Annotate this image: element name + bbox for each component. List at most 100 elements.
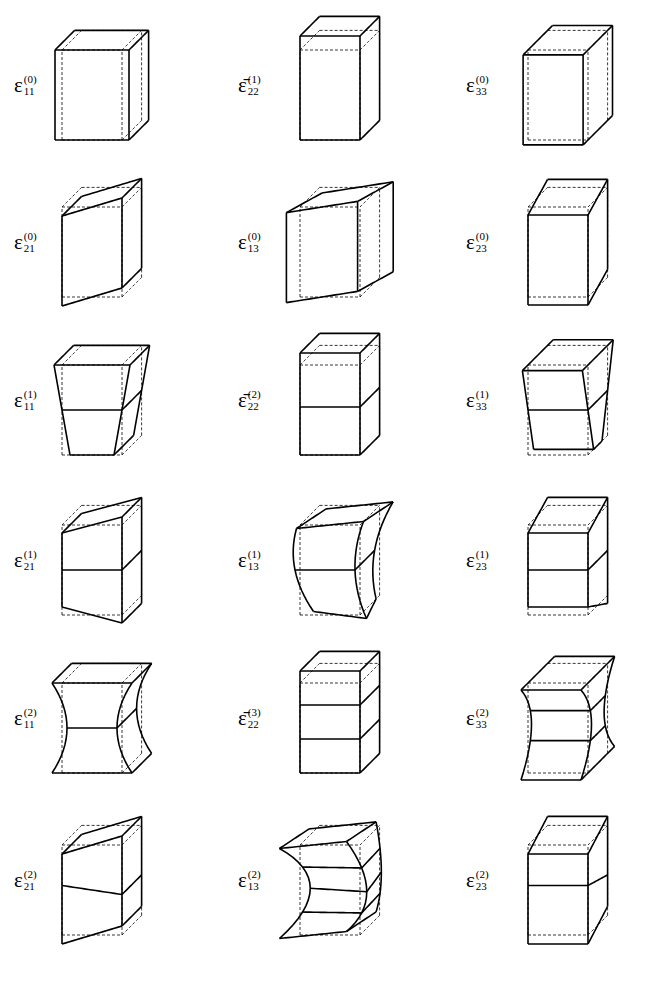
component-subscript: 11 — [24, 85, 37, 97]
deformed-edge — [62, 288, 122, 306]
deformed-edge — [528, 532, 588, 534]
reference-edge — [122, 683, 123, 773]
component-subscript: 23 — [476, 242, 489, 254]
strain-symbol: ε — [14, 708, 23, 729]
deformed-edge — [52, 772, 132, 774]
deformed-edge — [300, 35, 360, 37]
order-superscript: (2) — [476, 706, 489, 718]
deformed-edge — [55, 139, 129, 141]
component-subscript: 21 — [24, 242, 37, 254]
reference-edge — [300, 455, 360, 456]
strain-symbol: ε — [14, 390, 23, 411]
deformed-edge — [548, 816, 608, 818]
deformed-edge — [362, 848, 380, 868]
reference-edge — [300, 50, 360, 51]
deformed-edge — [527, 215, 529, 305]
deformed-edge — [587, 215, 589, 305]
order-superscript: (1) — [24, 388, 37, 400]
deformed-edge — [594, 441, 602, 449]
order-superscript: (2) — [476, 868, 489, 880]
reference-edge — [122, 50, 123, 140]
deformed-edge — [528, 885, 588, 887]
deformed-edge — [62, 513, 82, 533]
deformed-edge — [357, 201, 359, 291]
deformed-edge — [360, 387, 380, 407]
strain-label: ε(0)13 — [238, 230, 261, 254]
deformed-edge — [137, 663, 152, 753]
deformed-edge — [522, 55, 524, 145]
reference-edge — [360, 207, 361, 297]
deformed-edge — [523, 144, 583, 146]
strain-label: ε̄(3)22 — [238, 706, 261, 730]
deformed-edge — [55, 49, 129, 51]
strain-label: ε(2)33 — [466, 706, 489, 730]
deformed-edge — [367, 599, 377, 619]
deformed-edge — [360, 753, 380, 773]
deformed-edge — [521, 689, 581, 691]
reference-edge — [300, 207, 301, 297]
strain-label: ε̄(2)22 — [238, 388, 261, 412]
reference-edge — [360, 345, 380, 365]
deformed-edge — [117, 708, 137, 728]
deformed-edge — [588, 550, 608, 570]
index-stack: (2)33 — [476, 706, 489, 730]
reference-edge — [141, 30, 142, 120]
reference-edge — [528, 207, 588, 208]
strain-label: ε(0)11 — [14, 73, 37, 97]
deformed-edge — [320, 651, 380, 653]
deformed-edge — [360, 120, 380, 140]
order-superscript: (3) — [248, 706, 261, 718]
index-stack: (0)23 — [476, 230, 489, 254]
deformed-edge — [75, 30, 149, 32]
deformed-edge — [52, 682, 132, 684]
index-stack: (1)33 — [476, 388, 489, 412]
deformed-edge — [604, 656, 615, 746]
index-stack: (2)22 — [248, 388, 261, 412]
reference-edge — [122, 277, 142, 297]
reference-edge — [320, 663, 380, 664]
deformed-edge — [122, 603, 142, 623]
component-subscript: 33 — [476, 718, 489, 730]
deformed-edge — [527, 854, 529, 944]
reference-edge — [62, 663, 82, 683]
index-stack: (2)13 — [248, 868, 261, 892]
strain-label: ε(1)13 — [238, 548, 261, 572]
reference-edge — [360, 435, 380, 455]
deformed-edge — [314, 612, 367, 619]
deformed-edge — [521, 656, 555, 690]
deformed-edge — [588, 816, 608, 854]
deformed-edge — [121, 836, 123, 926]
reference-edge — [320, 30, 380, 31]
deformed-edge — [582, 55, 584, 145]
deformed-edge — [320, 16, 380, 18]
deformed-edge — [528, 409, 588, 411]
deformed-edge — [55, 30, 75, 50]
deformed-edge — [588, 269, 608, 305]
deformed-edge — [530, 740, 590, 742]
order-superscript: (0) — [248, 230, 261, 242]
deformed-edge — [122, 875, 142, 895]
component-subscript: 22 — [248, 400, 261, 412]
strain-symbol: ε̄ — [238, 708, 247, 729]
deformed-edge — [299, 671, 301, 773]
deformed-edge — [534, 449, 594, 451]
reference-edge — [588, 50, 589, 140]
index-stack: (1)22 — [248, 73, 261, 97]
reference-edge — [588, 683, 589, 773]
order-superscript: (2) — [24, 868, 37, 880]
strain-symbol: ε — [238, 870, 247, 891]
component-subscript: 13 — [248, 560, 261, 572]
deformed-edge — [300, 670, 360, 672]
reference-edge — [62, 50, 63, 140]
deformed-edge — [588, 497, 608, 533]
reference-edge — [300, 683, 360, 684]
reference-edge — [62, 825, 82, 845]
deformed-edge — [373, 502, 393, 599]
deformed-edge — [129, 30, 149, 50]
deformed-edge — [528, 214, 588, 216]
reference-edge — [360, 120, 380, 140]
index-stack: (0)21 — [24, 230, 37, 254]
deformed-edge — [300, 139, 360, 141]
strain-symbol: ε — [466, 75, 475, 96]
